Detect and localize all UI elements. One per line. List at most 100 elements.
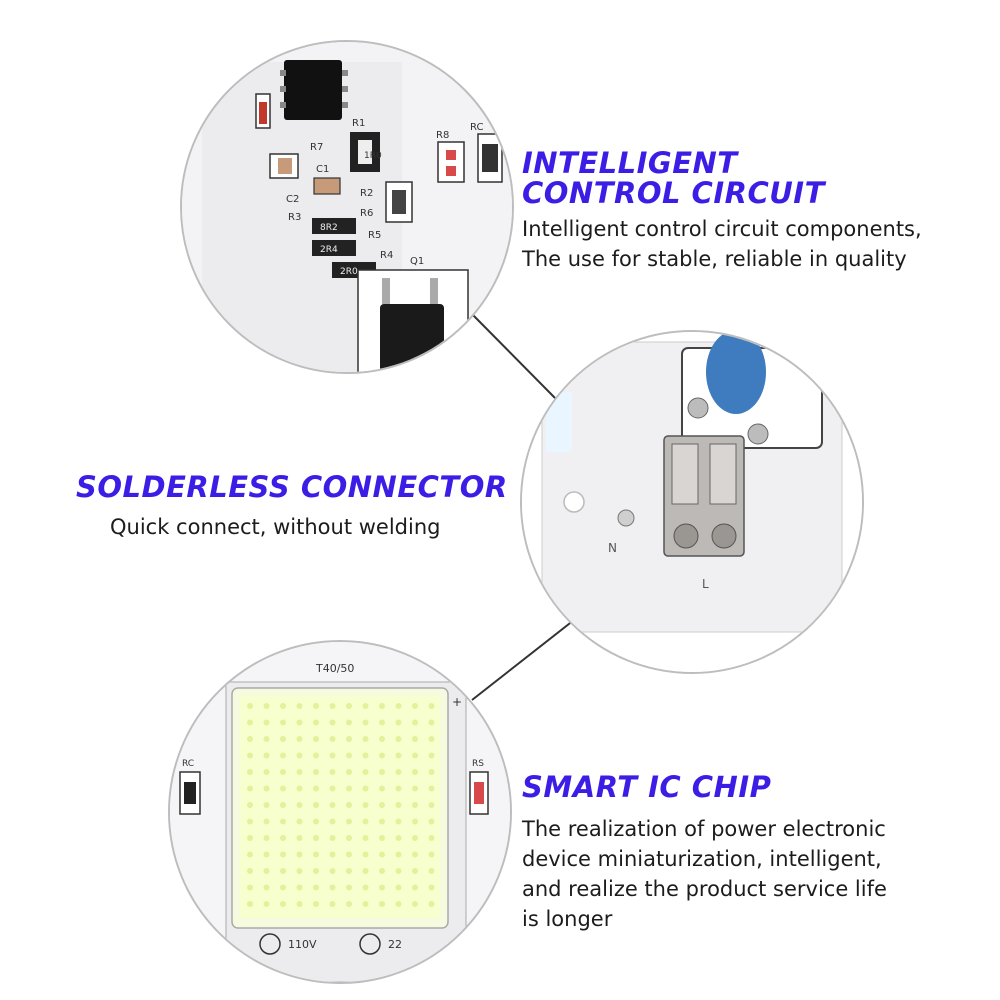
led-dot [280, 769, 286, 775]
led-dot [428, 818, 435, 825]
led-dot [280, 884, 286, 891]
led-dot [313, 785, 319, 792]
led-dot [313, 818, 319, 825]
led-dot [379, 884, 385, 891]
led-dot [280, 703, 286, 709]
led-dot [313, 769, 319, 775]
led-dot [362, 802, 369, 808]
led-dot [313, 802, 319, 808]
led-dot [329, 884, 336, 891]
smart-ic-chip-description: The realization of power electronic devi… [522, 814, 887, 934]
pcb-label-n: N [608, 541, 617, 555]
led-dot [395, 752, 402, 759]
led-dot [395, 851, 402, 858]
led-dot [379, 901, 385, 907]
led-dot [329, 769, 336, 775]
led-dot [412, 752, 418, 759]
led-dot [296, 851, 303, 858]
led-dot [395, 703, 402, 709]
led-dot [263, 736, 270, 742]
pcb-label-r7: R7 [310, 142, 323, 153]
led-dot [346, 884, 352, 891]
led-dot [313, 719, 319, 726]
led-dot [395, 769, 402, 775]
led-dot [346, 736, 352, 742]
pcb-label-r4: R4 [380, 250, 393, 261]
led-dot [329, 901, 336, 907]
led-dot [362, 769, 369, 775]
led-dot [280, 719, 286, 726]
led-dot [313, 851, 319, 858]
led-dot [247, 752, 253, 759]
led-dot [313, 884, 319, 891]
led-dot [296, 884, 303, 891]
led-dot [346, 802, 352, 808]
led-dot [428, 752, 435, 759]
led-dot [346, 703, 352, 709]
led-dot [280, 752, 286, 759]
led-dot [263, 785, 270, 792]
solderless-connector-heading: SOLDERLESS CONNECTOR [76, 470, 508, 504]
control-circuit-heading: INTELLIGENT CONTROL CIRCUIT [522, 148, 825, 208]
pcb-label-rc-chip: RC [182, 759, 194, 769]
led-dot [247, 802, 253, 808]
pcb-label-r3: R3 [288, 212, 301, 223]
led-dot [296, 769, 303, 775]
control-circuit-closeup: R3 R7 R1 C1 C2 R2 R6 R5 R4 Q1 R8 RC 8R2 … [180, 40, 514, 374]
led-dot [362, 835, 369, 841]
led-dot [412, 785, 418, 792]
led-dot [428, 719, 435, 726]
led-dot [280, 785, 286, 792]
pcb-label-r6: R6 [360, 208, 373, 219]
led-dot [313, 901, 319, 907]
led-dot [247, 884, 253, 891]
led-dot [329, 785, 336, 792]
led-dot [362, 884, 369, 891]
led-dot [428, 851, 435, 858]
pcb-label-r8: R8 [436, 130, 449, 141]
led-dot [395, 785, 402, 792]
led-dot [329, 719, 336, 726]
led-dot [329, 802, 336, 808]
led-dot [395, 736, 402, 742]
led-dot [263, 901, 270, 907]
led-dot [346, 901, 352, 907]
resistor-code-1: 8R2 [320, 223, 338, 233]
led-dot [346, 752, 352, 759]
resistor-code-3: 2R4 [320, 245, 338, 255]
led-dot [395, 818, 402, 825]
resistor-code-2: 1R0 [364, 151, 382, 161]
led-dot [346, 785, 352, 792]
led-dot [296, 785, 303, 792]
led-dot [412, 884, 418, 891]
control-circuit-heading-line-2: CONTROL CIRCUIT [522, 176, 825, 210]
connector-illustration: N L [522, 332, 862, 672]
led-dot [412, 736, 418, 742]
led-dot [263, 851, 270, 858]
led-dot [428, 901, 435, 907]
solderless-connector-closeup: N L [520, 330, 864, 674]
smart-ic-chip-heading: SMART IC CHIP [522, 770, 772, 804]
pcb-label-l: L [702, 577, 709, 591]
led-dot [428, 868, 435, 874]
led-dot [313, 835, 319, 841]
led-dot [412, 703, 418, 709]
led-dot [296, 802, 303, 808]
led-dot [362, 868, 369, 874]
led-dot [395, 884, 402, 891]
led-dot [428, 835, 435, 841]
led-dot-grid [247, 703, 435, 907]
led-dot [296, 901, 303, 907]
led-dot [247, 719, 253, 726]
led-dot [379, 719, 385, 726]
led-dot [313, 703, 319, 709]
led-dot [346, 868, 352, 874]
led-dot [280, 802, 286, 808]
led-dot [362, 736, 369, 742]
led-dot [296, 736, 303, 742]
led-dot [395, 868, 402, 874]
led-dot [346, 769, 352, 775]
led-dot [362, 851, 369, 858]
led-dot [247, 868, 253, 874]
led-dot [329, 703, 336, 709]
